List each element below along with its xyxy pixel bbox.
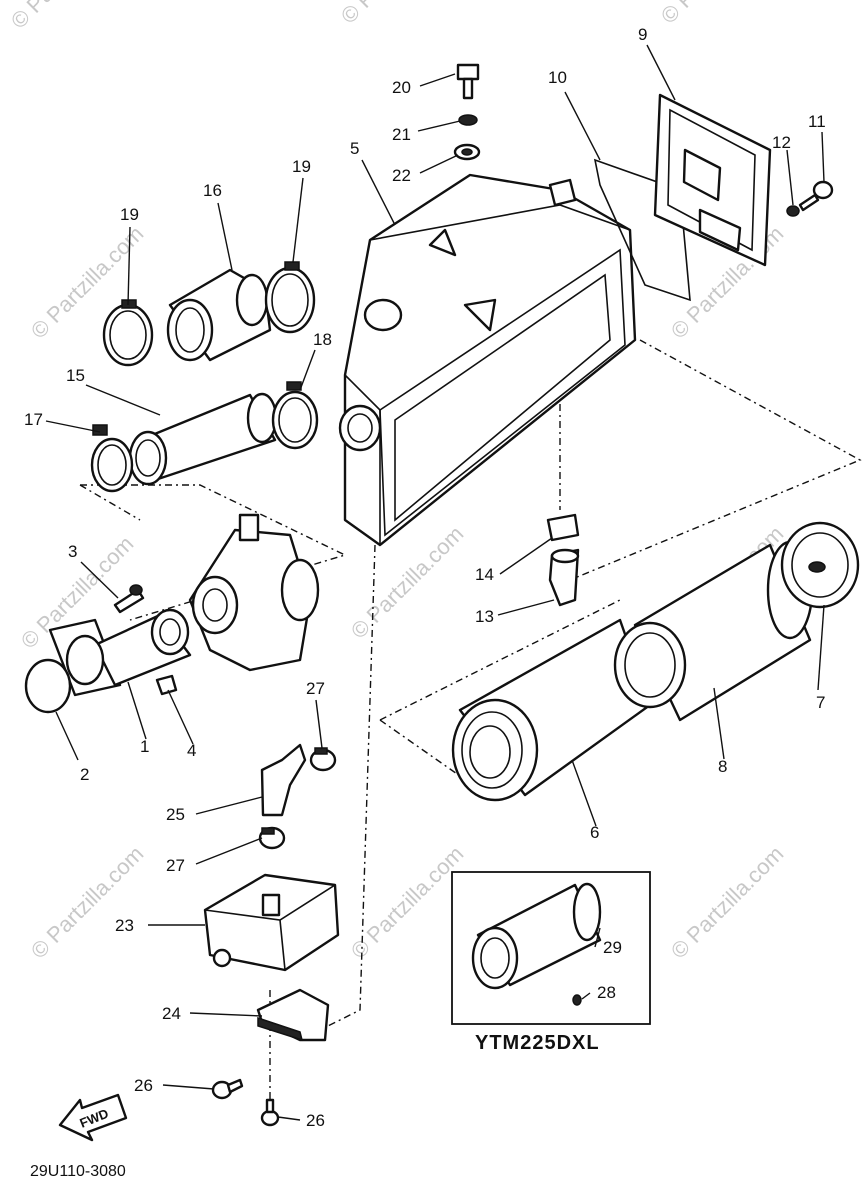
- callout-13: 13: [475, 607, 494, 626]
- callouts: 20 21 22 5 10 9 12 11 16 19 19 15 17 18 …: [24, 25, 826, 1130]
- washer-21: [458, 114, 478, 126]
- clamp-14: [546, 513, 580, 542]
- hose-15: [128, 392, 278, 486]
- callout-14: 14: [475, 565, 494, 584]
- callout-22: 22: [392, 166, 411, 185]
- watermark: © Partzilla.com: [666, 841, 789, 964]
- variant-box-label: YTM225DXL: [475, 1032, 600, 1054]
- cover-9: [653, 93, 772, 267]
- bolt-20: [456, 63, 480, 100]
- watermark: © Partzilla.com: [346, 521, 469, 644]
- element-seat-6: [451, 618, 652, 802]
- washer-12: [786, 205, 800, 217]
- joint-16: [166, 268, 272, 362]
- callout-20: 20: [392, 78, 411, 97]
- cap-7: [780, 521, 860, 609]
- callout-17: 17: [24, 410, 43, 429]
- callout-9: 9: [638, 25, 647, 44]
- clamp-18: [271, 381, 319, 450]
- watermark: © Partzilla.com: [656, 0, 779, 29]
- bracket-24: [256, 988, 330, 1042]
- callout-15: 15: [66, 366, 85, 385]
- callout-28: 28: [597, 983, 616, 1002]
- clamp-17: [90, 424, 134, 493]
- callout-21: 21: [392, 125, 411, 144]
- callout-29: 29: [603, 938, 622, 957]
- watermark: © Partzilla.com: [336, 0, 459, 29]
- o-ring-2: [24, 658, 72, 714]
- callout-26-lower: 26: [306, 1111, 325, 1130]
- callout-26-left: 26: [134, 1076, 153, 1095]
- callout-16: 16: [203, 181, 222, 200]
- callout-11: 11: [808, 112, 826, 131]
- air-cleaner-case: [338, 173, 637, 547]
- callout-3: 3: [68, 542, 77, 561]
- clip-27-top: [309, 747, 337, 772]
- callout-19-right: 19: [292, 157, 311, 176]
- callout-8: 8: [718, 757, 727, 776]
- callout-19-left: 19: [120, 205, 139, 224]
- callout-10: 10: [548, 68, 567, 87]
- watermark: © Partzilla.com: [346, 841, 469, 964]
- callout-1: 1: [140, 737, 149, 756]
- bolt-3: [113, 584, 145, 614]
- screw-11: [798, 180, 834, 212]
- callout-7: 7: [816, 693, 825, 712]
- drawing-code: 29U110-3080: [30, 1163, 126, 1180]
- callout-27-lower: 27: [166, 856, 185, 875]
- watermark: © Partzilla.com: [6, 0, 129, 34]
- drain-13: [548, 548, 580, 607]
- callout-24: 24: [162, 1004, 181, 1023]
- carburetor: [188, 513, 320, 672]
- drain-box-23: [203, 873, 340, 972]
- callout-18: 18: [313, 330, 332, 349]
- callout-25: 25: [166, 805, 185, 824]
- hose-25: [260, 743, 307, 817]
- clip-27-lower: [258, 826, 286, 850]
- callout-12: 12: [772, 133, 791, 152]
- screw-26-lower: [260, 1098, 280, 1127]
- callout-6: 6: [590, 823, 599, 842]
- clamp-19-right: [264, 261, 316, 334]
- callout-5: 5: [350, 139, 359, 158]
- callout-27-top: 27: [306, 679, 325, 698]
- clamp-19-left: [102, 299, 154, 367]
- manifold-1: [48, 608, 192, 697]
- callout-23: 23: [115, 916, 134, 935]
- grommet-22: [453, 143, 481, 161]
- part-28-icon: [572, 994, 582, 1006]
- callout-4: 4: [187, 741, 196, 760]
- screw-26-left: [211, 1078, 244, 1100]
- leader-lines: [45, 44, 825, 1121]
- nut-4: [155, 674, 178, 696]
- fwd-arrow: FWD: [58, 1093, 128, 1142]
- callout-2: 2: [80, 765, 89, 784]
- watermark: © Partzilla.com: [26, 841, 149, 964]
- variant-box: YTM225DXL: [451, 871, 651, 1054]
